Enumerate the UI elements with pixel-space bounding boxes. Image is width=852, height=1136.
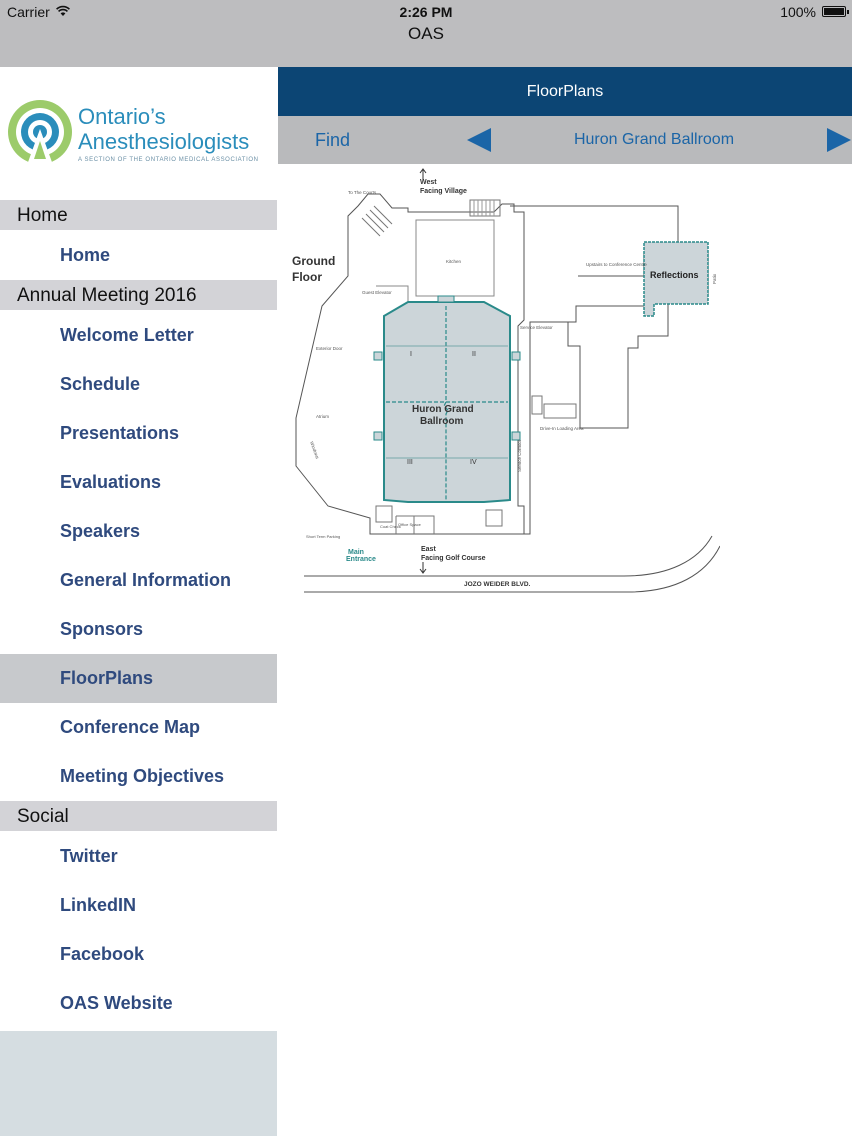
menu-item-presentations[interactable]: Presentations	[60, 423, 180, 443]
menu-item-conference-map[interactable]: Conference Map	[60, 717, 201, 737]
windows-label: Windows	[309, 441, 320, 461]
ground-floor-label-2: Floor	[292, 270, 322, 284]
section-iv-label: IV	[470, 459, 477, 466]
battery-percent: 100%	[780, 4, 816, 20]
logo-line-2: Anesthesiologists	[78, 129, 250, 154]
main-entrance-label-1: Main	[348, 549, 364, 556]
street-label: JOZO WEIDER BLVD.	[464, 581, 531, 588]
west-label-2: Facing Village	[420, 188, 467, 195]
clock: 2:26 PM	[399, 4, 453, 20]
section-ii-label: II	[472, 351, 476, 358]
sidebar-footer	[0, 1031, 277, 1136]
menu-item-home[interactable]: Home	[60, 245, 111, 265]
menu-item-floorplans[interactable]: FloorPlans	[0, 654, 277, 703]
ballroom-label-1: Huron Grand	[412, 404, 474, 415]
menu-item-speakers[interactable]: Speakers	[60, 521, 141, 541]
logo-mark-icon	[8, 100, 72, 165]
short-term-parking-label: Short Term Parking	[306, 534, 340, 539]
ground-floor-label-1: Ground	[292, 254, 335, 268]
exterior-door-label: Exterior Door	[316, 346, 343, 351]
north-arrow-icon	[419, 168, 427, 180]
street-curve	[304, 535, 713, 577]
logo-line-1: Ontario’s	[78, 104, 166, 129]
upstairs-label: Upstairs to Conference Centre	[586, 262, 647, 267]
west-label-1: West	[420, 179, 437, 186]
atrium-label: Atrium	[316, 414, 329, 419]
next-room-arrow-icon[interactable]	[827, 128, 851, 152]
guest-elevator-label: Guest Elevator	[362, 290, 392, 295]
main-entrance-label-2: Entrance	[346, 556, 376, 563]
room-name: Huron Grand Ballroom	[573, 131, 735, 148]
service-corridor-label: Service Corridor	[517, 439, 522, 472]
battery-icon	[822, 6, 849, 17]
section-i-label: I	[410, 351, 412, 358]
office-space-label: Office Space	[398, 522, 422, 527]
oas-logo: Ontario’s Anesthesiologists A SECTION OF…	[0, 67, 277, 200]
previous-room-arrow-icon[interactable]	[467, 128, 491, 152]
section-iii-label: III	[407, 459, 413, 466]
reflections-room-area	[643, 241, 709, 317]
menu-item-welcome-letter[interactable]: Welcome Letter	[60, 325, 194, 345]
east-label-2: Facing Golf Course	[421, 555, 486, 562]
section-header-home: Home	[0, 200, 277, 230]
floor-plan-map[interactable]: Ground Floor West Facing Village East Fa…	[288, 166, 720, 596]
menu-item-evaluations[interactable]: Evaluations	[60, 472, 162, 492]
east-label-1: East	[421, 546, 436, 553]
menu-item-general-information[interactable]: General Information	[60, 570, 232, 590]
section-header-annual-meeting: Annual Meeting 2016	[0, 280, 277, 310]
plan-service-block	[510, 205, 679, 535]
section-header-social: Social	[0, 801, 277, 831]
plan-west-wing	[295, 193, 525, 535]
loading-area-label: Drive-In Loading Area	[540, 426, 584, 431]
to-courts-label: To The Courts	[348, 190, 377, 195]
app-title: OAS	[408, 24, 444, 43]
service-elevator-label: Service Elevator	[520, 325, 553, 330]
menu-item-facebook[interactable]: Facebook	[60, 944, 145, 964]
coat-check-label: Coat Check	[380, 524, 401, 529]
find-button[interactable]: Find	[315, 130, 351, 150]
side-menu: Home Home Annual Meeting 2016 Welcome Le…	[0, 200, 277, 1033]
menu-item-sponsors[interactable]: Sponsors	[60, 619, 144, 639]
menu-item-oas-website[interactable]: OAS Website	[60, 993, 173, 1013]
reflections-label: Reflections	[650, 270, 699, 280]
sidebar: Ontario’s Anesthesiologists A SECTION OF…	[0, 67, 277, 1136]
carrier-label: Carrier	[7, 4, 50, 20]
menu-item-meeting-objectives[interactable]: Meeting Objectives	[60, 766, 225, 786]
menu-item-schedule[interactable]: Schedule	[60, 374, 141, 394]
logo-tagline: A SECTION OF THE ONTARIO MEDICAL ASSOCIA…	[78, 157, 259, 163]
kitchen-label: Kitchen	[446, 259, 462, 264]
status-bar: Carrier 2:26 PM 100%	[0, 0, 852, 24]
menu-item-twitter[interactable]: Twitter	[60, 846, 118, 866]
top-bar: Carrier 2:26 PM 100% OAS	[0, 0, 852, 67]
south-arrow-icon	[419, 562, 427, 574]
page-title: FloorPlans	[278, 67, 852, 116]
wifi-icon	[56, 5, 70, 16]
floorplan-toolbar: Find Huron Grand Ballroom	[278, 116, 852, 164]
menu-item-linkedin[interactable]: LinkedIN	[60, 895, 137, 915]
patio-label: Patio	[712, 273, 717, 284]
ballroom-label-2: Ballroom	[420, 416, 463, 427]
